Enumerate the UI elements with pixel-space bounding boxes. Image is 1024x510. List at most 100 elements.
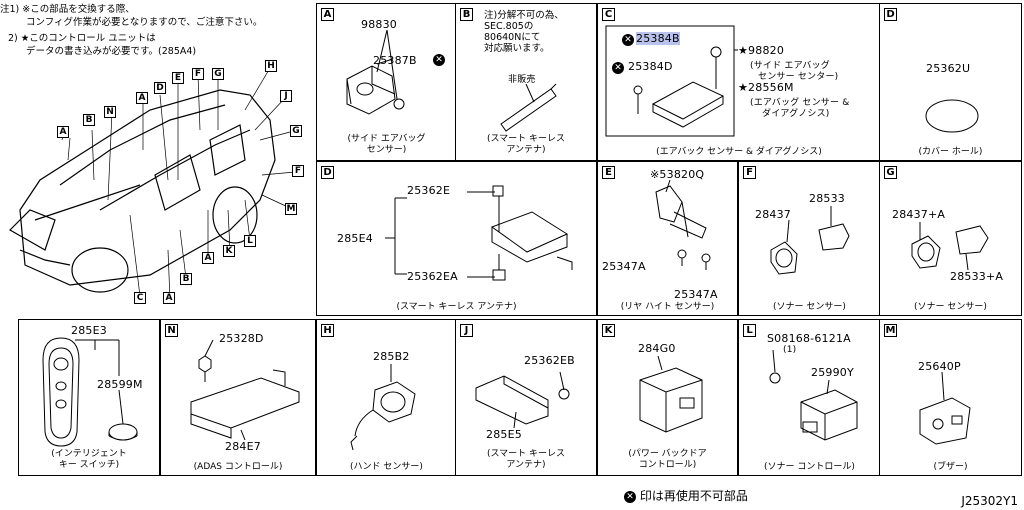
part-description: ダイアグノシス) [762,109,830,119]
part-number: 25362EA [407,270,458,283]
overview-label-f: F [192,68,204,80]
part-number: S08168-6121A [767,332,851,345]
part-number: 28599M [97,378,143,391]
keyless-antenna-drawing [475,371,570,429]
cell-caption: (ソナー コントロール) [764,462,855,472]
cell-caption: (ハンド センサー) [350,462,423,472]
hand-sensor-drawing [350,364,416,451]
part-number: 285E4 [337,232,373,245]
cover-hole-drawing [925,99,979,133]
cell-letter: D [321,166,334,179]
part-number: 25384D [628,60,673,73]
cell-letter: C [602,8,615,21]
cell-caption: (スマート キーレス アンテナ) [486,449,566,470]
part-number: 285E3 [71,324,107,337]
note-line-1: 注1) ※この部品を交換する際、 [0,4,135,15]
cell-caption: (カバー ホール) [918,147,983,157]
cell-letter: N [165,324,178,337]
note-line-2: コンフィグ作業が必要となりますので、ご注意下さい。 [26,17,263,28]
cell-j: J 25362EB 285E5 (スマート キーレス アンテナ) [455,319,597,476]
note-line-4: データの書き込みが必要です。(285A4) [26,46,197,57]
cell-caption: (リヤ ハイト センサー) [620,302,715,312]
part-number: 25328D [219,332,264,345]
cell-a: A 98830 25387B ✕ (サイド エアバッグ センサー) [316,3,457,161]
cell-l: L S08168-6121A (1) 25990Y (ソナー コントロール) [738,319,881,476]
quantity: (1) [783,345,797,355]
cell-caption: (エアバック センサー & ダイアグノシス) [656,147,822,157]
cell-letter: F [743,166,756,179]
cell-k: K 284G0 (パワー バックドア コントロール) [597,319,738,476]
car-illustration [9,67,296,301]
part-number: 25990Y [811,366,854,379]
cell-intelligent-key: 285E3 28599M (インテリジェント キー スイッチ) [18,319,160,476]
cell-letter: J [460,324,473,337]
note-line-3: 2) ★このコントロール ユニットは [8,33,156,44]
cell-b: B 注)分解不可の為、 SEC.805の 80640Nにて 対応願います。 非販… [455,3,597,161]
overview-label-a2: A [136,92,148,104]
part-number: 98830 [361,18,397,31]
part-number: ★98820 [738,44,785,57]
cell-m: M 25640P (ブザー) [879,319,1022,476]
cell-n: N 25328D 284E7 (ADAS コントロール) [160,319,316,476]
part-number: 28437 [755,208,791,221]
overview-label-n: N [104,106,116,118]
overview-label-l: L [244,235,256,247]
sonar-control-drawing [769,349,858,441]
part-number: ★28556M [738,81,794,94]
part-number: 25362U [926,62,971,75]
side-airbag-sensor-drawing [346,29,405,115]
cell-caption: (ソナー センサー) [773,302,846,312]
cell-letter: H [321,324,334,337]
keyless-antenna-drawing [385,185,573,281]
legend-text: 印は再使用不可部品 [639,489,748,503]
not-for-sale-label: 非販売 [508,75,536,85]
rear-height-sensor-drawing [655,179,711,270]
cell-letter: A [321,8,334,21]
part-number: 285E5 [486,428,522,441]
cell-letter: B [460,8,473,21]
overview-label-e: E [172,72,184,84]
cell-caption: (インテリジェント キー スイッチ) [51,449,127,470]
non-reusable-icon: ✕ [612,62,624,74]
part-number: 25387B [373,54,417,67]
sonar-sensor-drawing [770,206,850,275]
part-number: 28533 [809,192,845,205]
sonar-sensor-drawing [911,222,989,271]
overview-label-d: D [154,82,166,94]
non-reusable-icon: ✕ [622,34,634,46]
cell-d-cover: D 25362U (カバー ホール) [879,3,1022,161]
cell-caption: (サイド エアバッグ センサー) [347,134,426,155]
cell-caption: (スマート キーレス アンテナ) [396,302,517,312]
cell-letter: K [602,324,615,337]
cell-caption: (ソナー センサー) [914,302,987,312]
airbag-sensor-drawing [605,25,738,137]
cell-letter: E [602,166,615,179]
overview-label-a4: A [163,292,175,304]
part-description: センサー センター) [758,72,839,82]
buzzer-drawing [919,371,971,445]
overview-label-g: G [212,68,224,80]
part-number: 284E7 [225,440,261,453]
overview-label-m: M [285,203,297,215]
adas-control-drawing [190,339,300,441]
overview-label-b: B [83,114,95,126]
non-reusable-icon: ✕ [433,54,445,66]
part-number: 284G0 [638,342,676,355]
part-number: ※53820Q [650,168,705,181]
cell-letter: D [884,8,897,21]
cell-d: D 25362E 285E4 25362EA (スマート キーレス アンテナ) [316,161,597,316]
cell-caption: (ADAS コントロール) [193,462,283,472]
cell-caption: (パワー バックドア コントロール) [628,449,707,470]
part-number: 25640P [918,360,961,373]
part-number: 285B2 [373,350,410,363]
cell-caption: (ブザー) [933,462,968,472]
cell-letter: M [884,324,897,337]
overview-label-k: K [223,245,235,257]
overview-label-g2: G [290,125,302,137]
cell-letter: G [884,166,897,179]
part-number: 25347A [674,288,718,301]
part-number: 25362E [407,184,451,197]
overview-label-f2: F [292,165,304,177]
intelligent-key-drawing [42,337,138,447]
power-backdoor-control-drawing [639,355,703,433]
